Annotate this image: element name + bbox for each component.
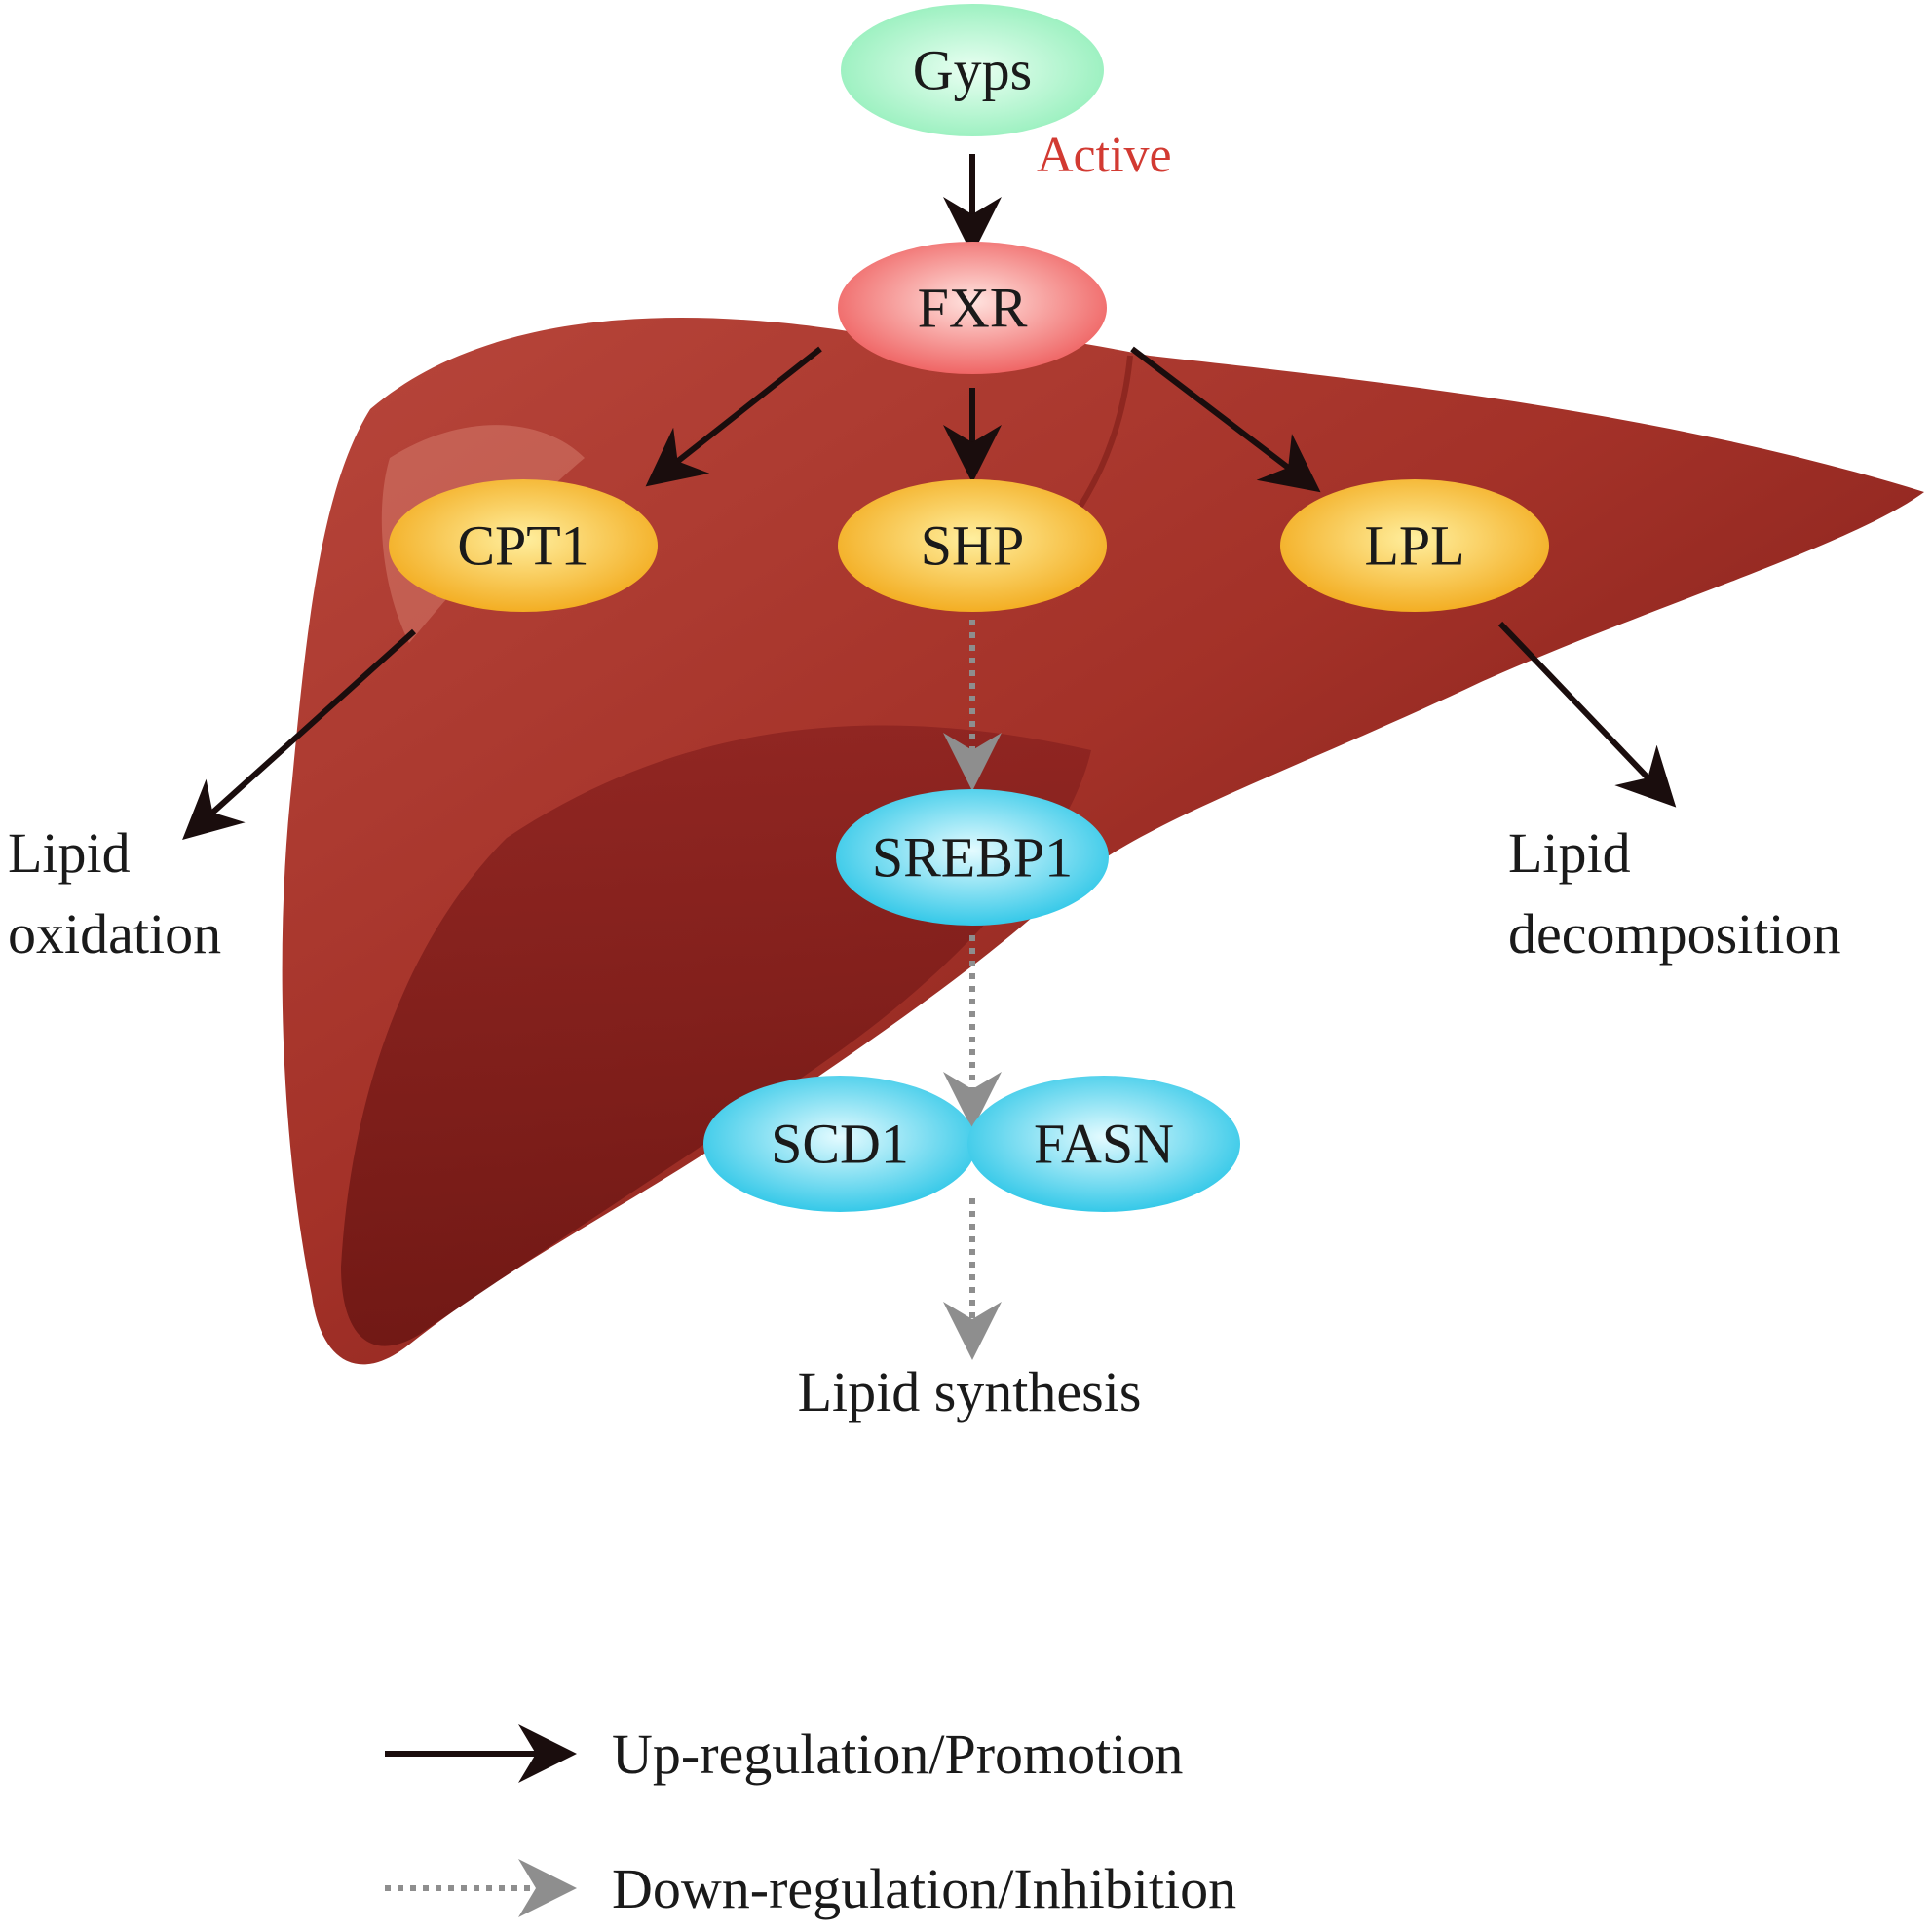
node-fxr: FXR <box>838 242 1107 374</box>
arrow-lpl-decomposition <box>1497 621 1677 808</box>
node-fasn: FASN <box>967 1076 1240 1212</box>
arrow-fxr-cpt1 <box>645 346 822 487</box>
node-shp-label: SHP <box>921 514 1024 578</box>
node-scd1-label: SCD1 <box>771 1113 909 1176</box>
arrow-fxr-lpl <box>1130 346 1321 493</box>
node-gyps-label: Gyps <box>913 39 1032 102</box>
node-lpl: LPL <box>1280 479 1549 612</box>
node-srebp1: SREBP1 <box>836 789 1109 926</box>
node-fxr-label: FXR <box>918 277 1028 340</box>
node-cpt1: CPT1 <box>389 479 658 612</box>
arrow-cpt1-oxidation <box>182 628 417 841</box>
lipid-oxidation-line1: Lipid <box>8 821 131 885</box>
node-scd1: SCD1 <box>703 1076 976 1212</box>
node-lpl-label: LPL <box>1364 514 1464 578</box>
node-shp: SHP <box>838 479 1107 612</box>
node-gyps: Gyps <box>841 4 1104 136</box>
lipid-oxidation-line2: oxidation <box>8 902 221 966</box>
lipid-synthesis-label: Lipid synthesis <box>798 1360 1142 1423</box>
legend-up-label: Up-regulation/Promotion <box>612 1723 1183 1786</box>
outcome-lipid-decomposition: Lipid decomposition <box>1508 821 1841 966</box>
outcome-lipid-oxidation: Lipid oxidation <box>8 821 221 966</box>
node-cpt1-label: CPT1 <box>457 514 588 578</box>
solid-arrows <box>182 154 1677 841</box>
active-label: Active <box>1037 128 1172 183</box>
lipid-decomposition-line1: Lipid <box>1508 821 1631 885</box>
legend-down-label: Down-regulation/Inhibition <box>612 1857 1236 1920</box>
node-srebp1-label: SREBP1 <box>872 826 1073 890</box>
node-fasn-label: FASN <box>1034 1113 1174 1176</box>
legend: Up-regulation/Promotion Down-regulation/… <box>385 1723 1236 1920</box>
lipid-decomposition-line2: decomposition <box>1508 902 1841 966</box>
